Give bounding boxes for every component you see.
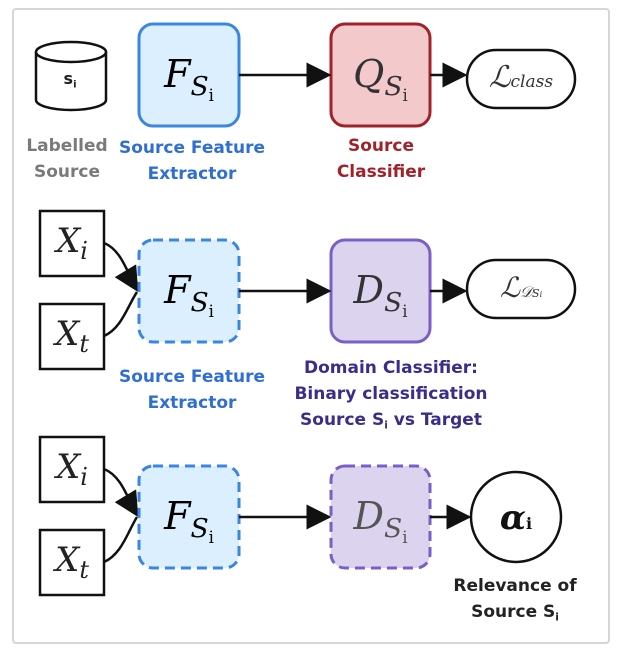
target-input-box-3	[38, 528, 106, 597]
merge-arrow-target-3	[103, 516, 139, 564]
relevance-symbol: αi	[499, 498, 533, 538]
domain-classifier-symbol-3: DSi	[353, 494, 408, 547]
domain-classifier-symbol: DSi	[353, 268, 408, 321]
source-classifier-caption: Source Classifier	[336, 136, 426, 182]
relevance-caption: Relevance of Source Si	[453, 576, 577, 624]
target-input-symbol: Xt	[55, 314, 89, 359]
feature-extractor-caption: Source Feature Extractor	[118, 138, 265, 184]
source-input-box-3	[38, 435, 106, 504]
merge-arrow-target	[103, 291, 139, 338]
source-input-symbol: Xi	[56, 221, 88, 266]
feature-extractor-symbol-2: FSi	[164, 268, 214, 321]
merge-arrow-source	[103, 241, 139, 293]
database-label: si	[63, 69, 77, 91]
diagram-frame	[12, 8, 610, 644]
merge-arrow-source-3	[103, 467, 139, 518]
domain-loss-symbol: ℒ𝒟Si	[499, 271, 543, 304]
labelled-source-caption: Labelled Source	[26, 136, 108, 182]
source-input-symbol-3: Xi	[56, 447, 88, 492]
source-classifier-symbol: QSi	[353, 52, 408, 105]
database-icon	[34, 40, 108, 112]
target-input-box	[38, 302, 106, 371]
class-loss-symbol: ℒclass	[488, 60, 554, 95]
domain-classifier-caption: Domain Classifier: Binary classification…	[294, 358, 488, 432]
feature-extractor-caption-2: Source Feature Extractor	[118, 367, 265, 413]
feature-extractor-symbol: FSi	[164, 52, 214, 105]
target-input-symbol-3: Xt	[55, 540, 89, 585]
feature-extractor-symbol-3: FSi	[164, 494, 214, 547]
